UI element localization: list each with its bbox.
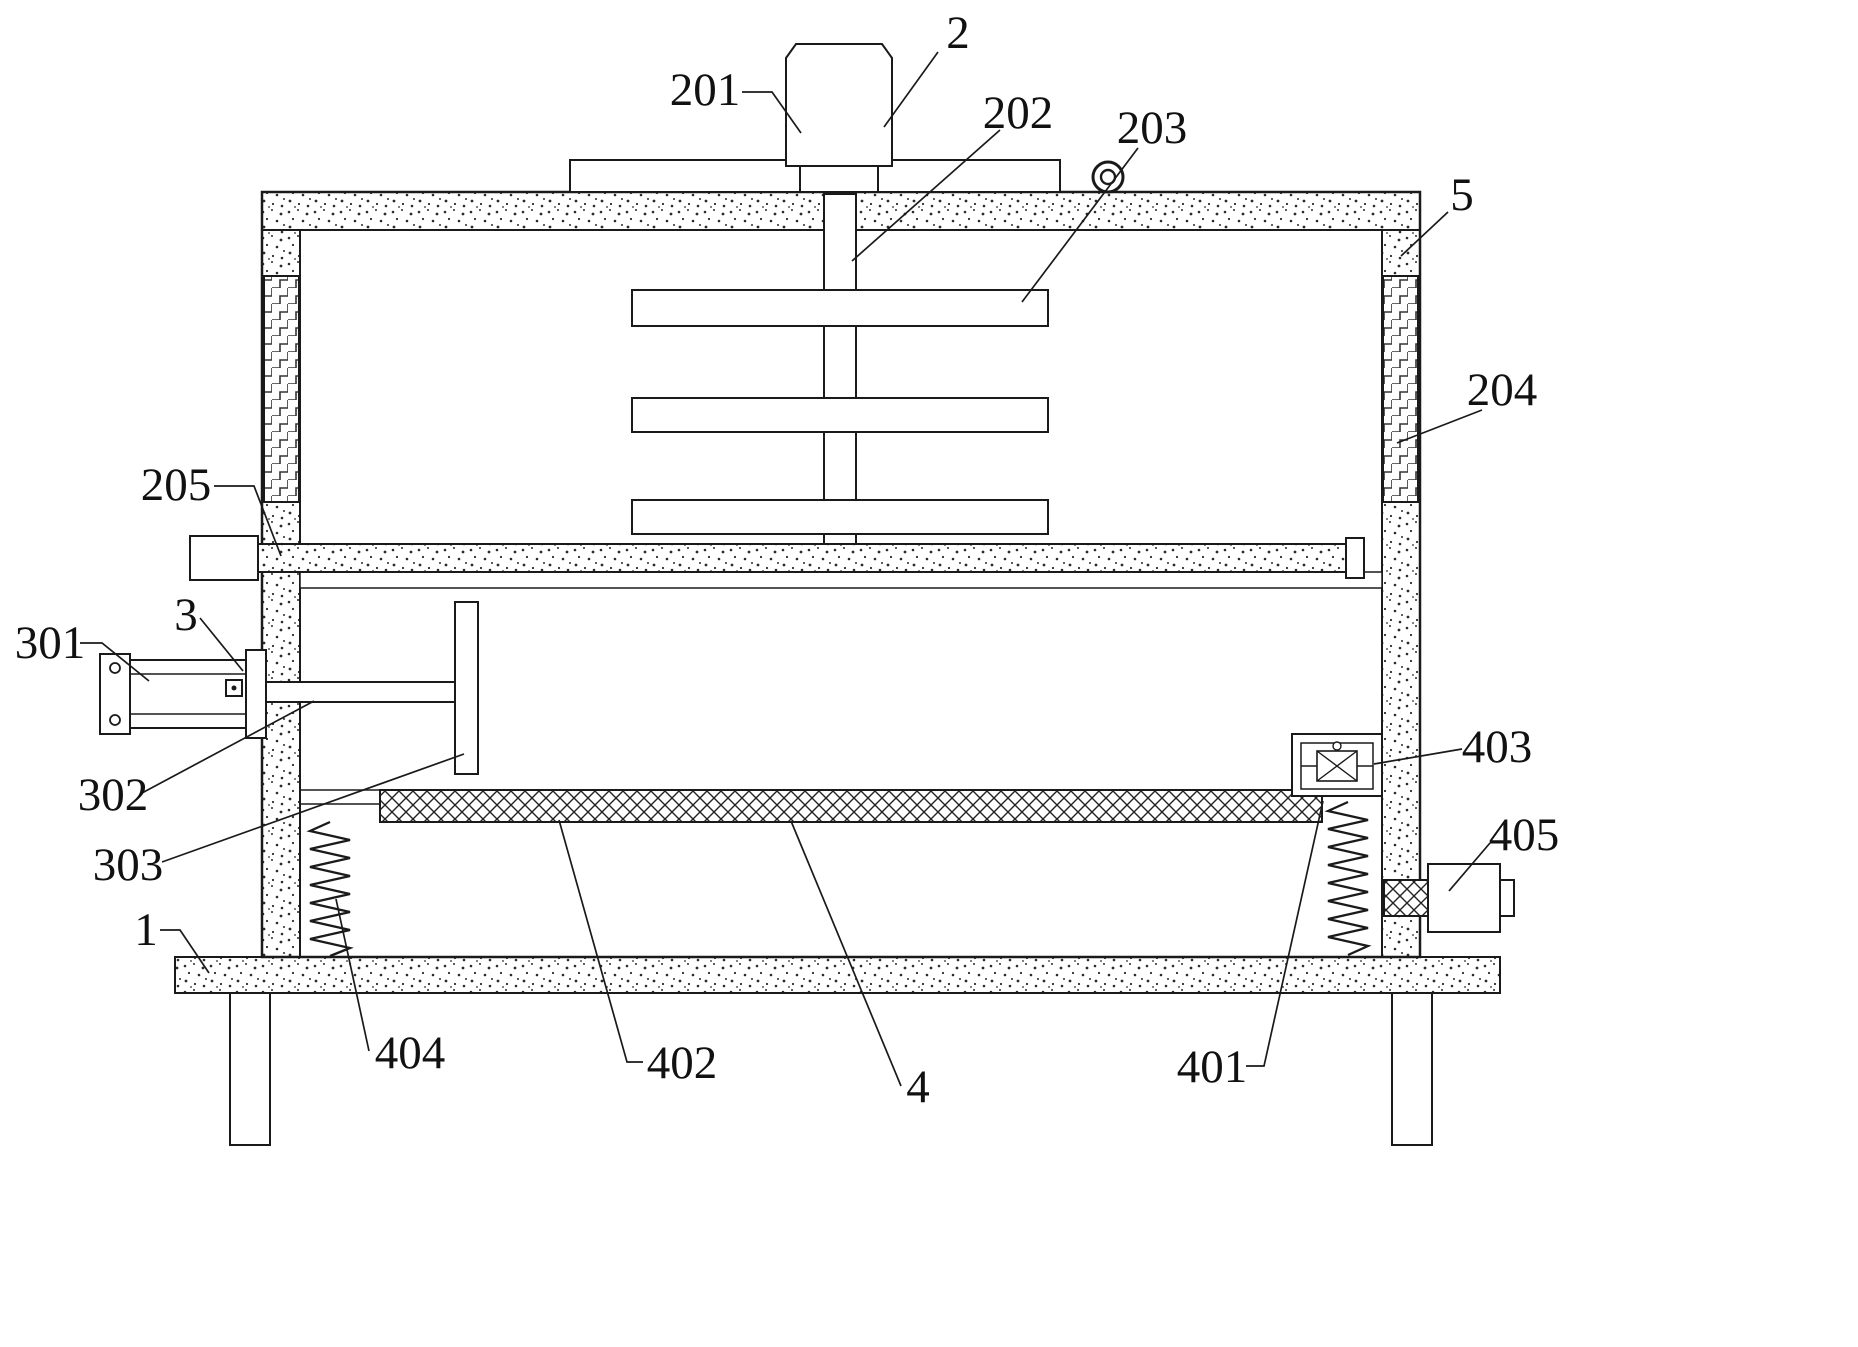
step-panel-right	[1382, 275, 1419, 503]
spring-right	[1324, 800, 1372, 957]
coupling-shaft	[1383, 879, 1429, 917]
cylinder-mount-plate	[245, 649, 267, 739]
side-motor	[1427, 863, 1501, 933]
label-204: 204	[1467, 364, 1538, 416]
label-403: 403	[1462, 721, 1533, 773]
lid-ring-inner	[1099, 168, 1117, 186]
label-5: 5	[1450, 169, 1474, 221]
partition-strip	[299, 571, 1383, 589]
side-motor-cap	[1499, 879, 1515, 917]
part-labels: 2 201 202 203 5 204 205 3 301 302 303 1 …	[15, 7, 1560, 1113]
drive-box-cross	[1316, 750, 1358, 782]
label-3: 3	[174, 589, 198, 641]
leader-302	[141, 700, 315, 794]
leader-301	[80, 642, 150, 682]
drive-box-screw	[1332, 741, 1342, 751]
leader-404	[335, 898, 370, 1052]
leader-405	[1448, 842, 1491, 892]
label-1: 1	[134, 904, 158, 956]
push-rod	[265, 681, 457, 703]
push-plate	[454, 601, 479, 775]
leader-1	[160, 929, 210, 974]
label-202: 202	[983, 87, 1054, 139]
label-4: 4	[906, 1061, 930, 1113]
label-303: 303	[93, 839, 164, 891]
slide-bar-end-bracket	[1345, 537, 1365, 579]
leader-403	[1373, 748, 1463, 765]
slide-bar-handle-block	[189, 535, 259, 581]
leader-205	[214, 485, 282, 557]
leader-lines	[80, 51, 1491, 1087]
mesh-screen	[379, 789, 1323, 823]
label-404: 404	[375, 1027, 446, 1079]
leg-right	[1391, 992, 1433, 1146]
spring-left	[306, 820, 354, 958]
leader-303	[161, 753, 465, 863]
leader-2	[883, 51, 939, 128]
paddle-middle	[631, 397, 1049, 433]
cap-bolt-bottom	[109, 714, 121, 726]
label-402: 402	[647, 1037, 718, 1089]
paddle-bottom	[631, 499, 1049, 535]
leader-202	[851, 129, 1001, 262]
base-plate	[174, 956, 1501, 994]
label-203: 203	[1117, 102, 1188, 154]
label-401: 401	[1177, 1041, 1248, 1093]
slide-bar	[257, 543, 1363, 573]
leader-401	[1246, 800, 1324, 1067]
label-205: 205	[141, 459, 212, 511]
paddle-top	[631, 289, 1049, 327]
leader-201	[742, 91, 802, 134]
leader-3	[199, 617, 244, 672]
leader-5	[1400, 211, 1449, 257]
label-302: 302	[78, 769, 149, 821]
leader-4	[790, 820, 902, 1087]
leg-left	[229, 992, 271, 1146]
label-405: 405	[1489, 809, 1560, 861]
leader-204	[1396, 409, 1483, 444]
top-motor-neck	[799, 165, 879, 193]
agitator-shaft	[823, 193, 857, 545]
leader-203	[1021, 147, 1139, 303]
cylinder-port-dot	[231, 685, 237, 691]
label-301: 301	[15, 617, 86, 669]
leader-402	[558, 819, 643, 1063]
cap-bolt-top	[109, 662, 121, 674]
step-panel-left	[263, 275, 300, 503]
label-2: 2	[946, 7, 970, 59]
label-201: 201	[670, 64, 741, 116]
top-motor	[785, 43, 893, 167]
